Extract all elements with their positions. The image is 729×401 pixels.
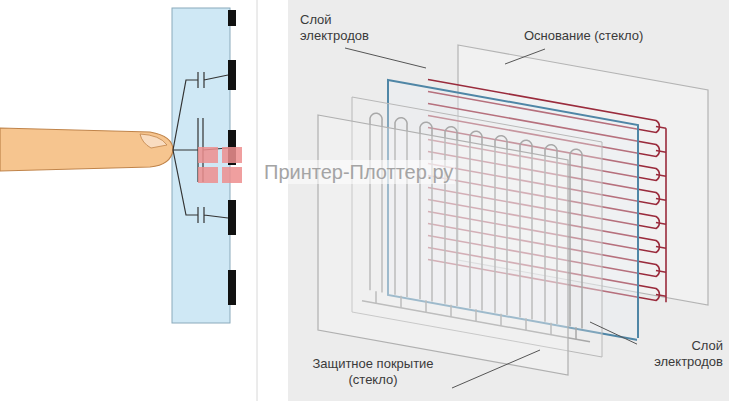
electrode-bus: [665, 128, 667, 302]
panel-ground: [288, 0, 729, 401]
logo-square: [222, 147, 242, 163]
capacitor-symbol: [173, 72, 228, 150]
part-label: Защитное покрытие (стекло): [296, 356, 450, 388]
leader-line: [452, 350, 540, 388]
logo-square: [222, 167, 242, 183]
glass-panel: [172, 8, 230, 323]
layer-stack: [318, 45, 708, 375]
electrode: [228, 270, 236, 305]
electrode: [228, 10, 236, 26]
leader-line: [505, 49, 545, 64]
electrode-trace: [570, 149, 582, 339]
electrode-trace: [656, 222, 666, 224]
capacitor-symbol: [173, 118, 228, 182]
capacitor-symbols: [173, 72, 228, 223]
electrode-trace: [656, 126, 666, 128]
leader-line: [345, 48, 426, 68]
protective-glass: [318, 115, 568, 375]
finger: [0, 128, 173, 171]
electrode-trace: [656, 294, 666, 296]
electrode-trace: [656, 270, 666, 272]
logo-square: [198, 167, 218, 183]
logo-square: [198, 147, 218, 163]
electrode-trace: [656, 150, 666, 152]
fingernail: [140, 134, 167, 148]
leader-line: [590, 322, 641, 346]
watermark: Принтер-Плоттер.ру: [262, 160, 455, 184]
electrode-trace: [656, 246, 666, 248]
electrode: [228, 60, 236, 90]
watermark-logo: [198, 147, 242, 183]
electrode-trace: [656, 198, 666, 200]
part-label: Основание (стекло): [522, 28, 686, 44]
electrode-trace: [656, 174, 666, 176]
part-label: Слой электродов: [637, 338, 725, 370]
part-label: Слой электродов: [298, 12, 392, 44]
separator: [257, 0, 258, 401]
electrode: [228, 200, 236, 235]
leader-lines: [345, 48, 641, 388]
